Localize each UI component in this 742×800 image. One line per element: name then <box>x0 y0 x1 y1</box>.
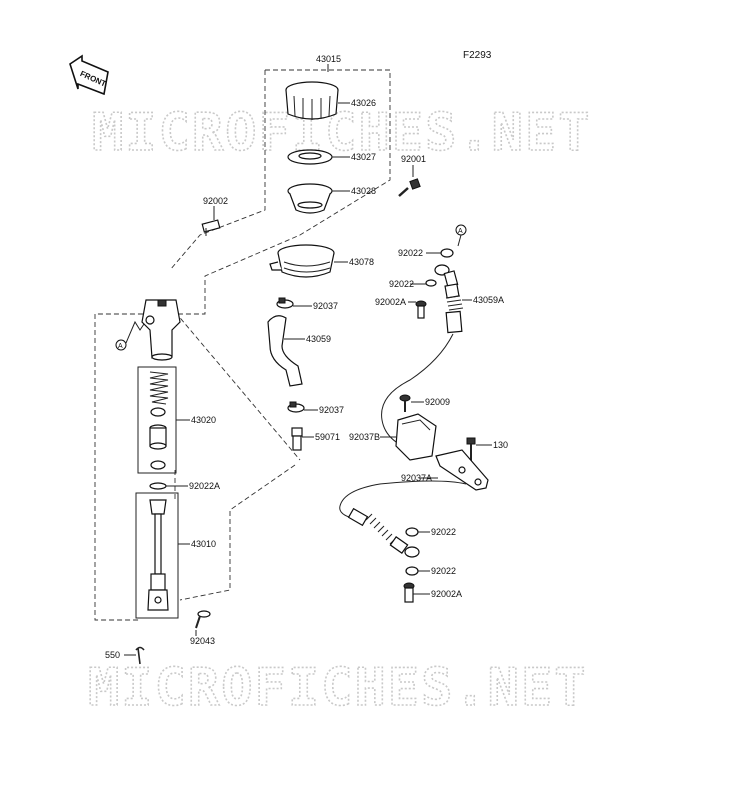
washer-lower-1 <box>405 527 419 537</box>
label-92002A-lower: 92002A <box>431 589 462 599</box>
label-43026: 43026 <box>351 98 376 108</box>
label-92037-upper: 92037 <box>313 301 338 311</box>
label-92022-lower-1: 92022 <box>431 527 456 537</box>
front-arrow-icon: FRONT <box>69 54 109 96</box>
banjo-bolt-lower <box>403 582 415 603</box>
bolt-92001 <box>398 178 421 197</box>
label-92022-lower-2: 92022 <box>431 566 456 576</box>
diaphragm <box>287 183 333 214</box>
label-43078: 43078 <box>349 257 374 267</box>
label-92009: 92009 <box>425 397 450 407</box>
hose-clamp-lower <box>287 401 305 413</box>
label-43015: 43015 <box>316 54 341 64</box>
clevis-pin <box>195 610 211 629</box>
label-92002: 92002 <box>203 196 228 206</box>
label-130: 130 <box>493 440 508 450</box>
watermark-top: MICROFICHES.NET <box>92 103 592 163</box>
bolt-92002 <box>201 219 221 236</box>
figure-code: F2293 <box>463 50 492 61</box>
watermark-bottom: MICROFICHES.NET <box>88 658 588 718</box>
label-43027: 43027 <box>351 152 376 162</box>
washer-lower-2 <box>405 566 419 576</box>
label-92001: 92001 <box>401 154 426 164</box>
label-92037-lower: 92037 <box>319 405 344 415</box>
brake-hose-line <box>381 333 454 453</box>
piston-spring <box>149 371 169 405</box>
cotter-pin <box>135 646 145 665</box>
label-43059A: 43059A <box>473 295 504 305</box>
label-92037B: 92037B <box>349 432 380 442</box>
washer-upper-2 <box>425 279 437 287</box>
hose-fitting <box>291 427 303 451</box>
svg-text:A: A <box>458 228 463 235</box>
banjo-fitting-upper <box>434 264 459 288</box>
secondary-cup <box>150 460 166 470</box>
label-92037A: 92037A <box>401 473 432 483</box>
master-cylinder-body <box>141 299 181 361</box>
label-92043: 92043 <box>190 636 215 646</box>
label-92002A-upper: 92002A <box>375 297 406 307</box>
label-92022A-circlip: 92022A <box>189 481 220 491</box>
label-92022-upper-2: 92022 <box>389 279 414 289</box>
assembly-outline <box>94 69 391 621</box>
hose-clamp-upper <box>276 297 294 309</box>
brake-hose-upper-end <box>444 283 464 334</box>
label-43020: 43020 <box>191 415 216 425</box>
piston-cup <box>150 407 166 417</box>
label-550: 550 <box>105 650 120 660</box>
label-43059: 43059 <box>306 334 331 344</box>
hose-guide <box>395 413 437 461</box>
circlip <box>149 482 167 490</box>
washer-upper-1 <box>440 248 454 258</box>
reservoir-hose <box>267 315 303 387</box>
reservoir-cap <box>285 81 339 120</box>
piston <box>149 424 167 450</box>
diaphragm-plate <box>287 149 333 165</box>
label-43028: 43028 <box>351 186 376 196</box>
label-43010: 43010 <box>191 539 216 549</box>
label-92022-upper-1: 92022 <box>398 248 423 258</box>
hose-bracket <box>435 449 489 491</box>
reservoir-tank <box>269 244 335 278</box>
bolt-130 <box>466 437 476 462</box>
ref-marker-left: A <box>115 339 127 351</box>
svg-text:A: A <box>118 343 123 350</box>
brake-hose-lower <box>339 480 467 519</box>
brake-hose-lower-end <box>347 507 420 558</box>
banjo-bolt-upper <box>415 300 427 319</box>
ref-marker-right: A <box>455 224 467 236</box>
screw-92009 <box>399 394 411 412</box>
push-rod <box>147 499 169 611</box>
label-59071: 59071 <box>315 432 340 442</box>
